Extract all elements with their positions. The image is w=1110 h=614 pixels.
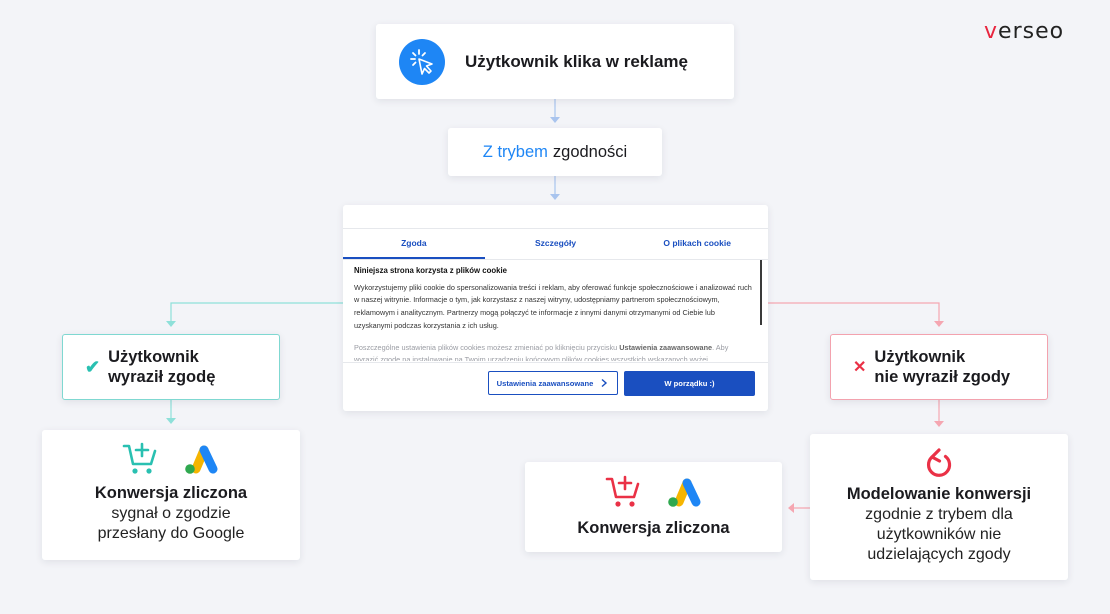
cart-add-icon: [122, 442, 157, 474]
start-title: Użytkownik klika w reklamę: [465, 51, 688, 71]
conversion-modeling-card: Modelowanie konwersji zgodnie z trybem d…: [810, 434, 1068, 580]
mid-result-title: Konwersja zliczona: [577, 519, 730, 537]
conversion-counted-card-middle: Konwersja zliczona: [525, 462, 782, 552]
refresh-icon: [926, 448, 952, 477]
cart-add-icon: [605, 475, 639, 507]
verseo-logo: verseo: [984, 19, 1065, 44]
chevron-right-icon: [601, 378, 608, 388]
google-ads-icon: [185, 445, 218, 474]
consent-mode-card: Z trybem zgodności: [448, 128, 662, 176]
cursor-click-icon: [399, 38, 445, 85]
user-clicks-ad-card: Użytkownik klika w reklamę: [376, 24, 734, 99]
cookie-consent-dialog: Zgoda Szczegóły O plikach cookie Niniejs…: [343, 205, 768, 411]
right-result-title: Modelowanie konwersji: [846, 485, 1032, 503]
close-icon: ✕: [853, 359, 867, 376]
dialog-heading: Niniejsza strona korzysta z plików cooki…: [354, 266, 507, 275]
consent-yes-line2: wyraził zgodę: [108, 368, 216, 386]
right-result-line2: użytkowników nie: [876, 526, 1002, 543]
check-icon: ✔: [85, 356, 101, 377]
mode-rest: zgodności: [552, 142, 628, 161]
advanced-settings-button[interactable]: Ustawienia zaawansowane: [488, 371, 618, 395]
tab-szczegoly[interactable]: Szczegóły: [534, 238, 577, 248]
dialog-body: Niniejsza strona korzysta z plików cooki…: [354, 265, 754, 361]
left-result-title: Konwersja zliczona: [94, 484, 248, 502]
consent-denied-card: ✕ Użytkownik nie wyraził zgody: [830, 334, 1048, 400]
google-ads-icon: [667, 478, 700, 507]
tab-o-plikach-cookie[interactable]: O plikach cookie: [663, 238, 731, 248]
dialog-tabs: Zgoda Szczegóły O plikach cookie: [343, 228, 768, 260]
right-result-line1: zgodnie z trybem dla: [865, 506, 1013, 523]
consent-no-line2: nie wyraził zgody: [874, 368, 1011, 386]
dialog-divider: [343, 362, 768, 363]
dialog-faded-paragraph: Poszczególne ustawienia plików cookies m…: [354, 342, 729, 361]
conversion-counted-card-left: Konwersja zliczona sygnał o zgodzie prze…: [42, 430, 300, 560]
consent-no-line1: Użytkownik: [874, 348, 966, 366]
left-result-line1: sygnał o zgodzie: [111, 505, 231, 522]
consent-yes-line1: Użytkownik: [108, 348, 199, 366]
consent-given-card: ✔ Użytkownik wyraził zgodę: [62, 334, 280, 400]
dialog-scrollbar[interactable]: [760, 260, 762, 325]
mode-highlight: Z trybem: [482, 142, 548, 161]
right-result-line3: udzielających zgody: [867, 546, 1011, 563]
tab-zgoda[interactable]: Zgoda: [343, 229, 485, 259]
left-result-line2: przesłany do Google: [97, 525, 245, 542]
accept-button[interactable]: W porządku :): [624, 371, 755, 396]
dialog-paragraph: Wykorzystujemy pliki cookie do spersonal…: [354, 282, 752, 330]
